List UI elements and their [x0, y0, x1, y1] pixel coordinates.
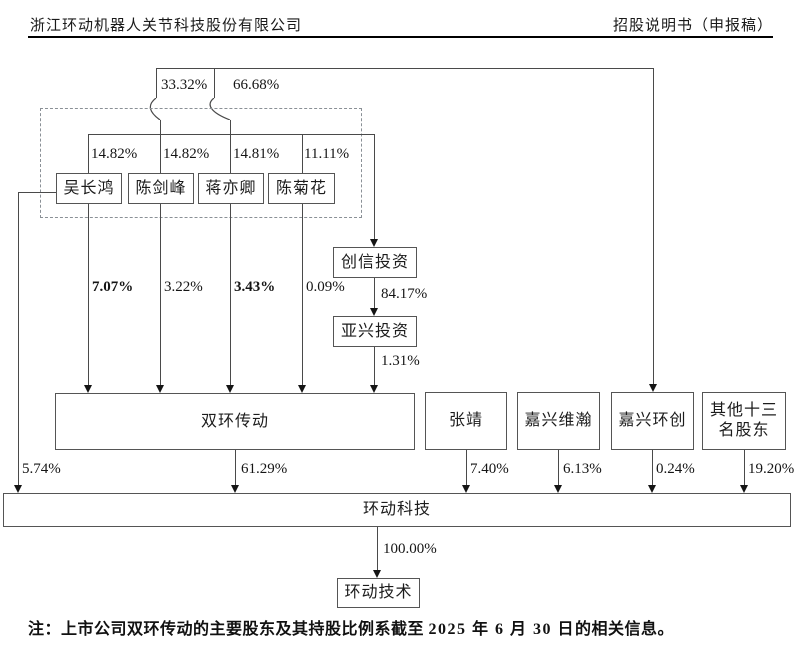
connector-line: [214, 68, 215, 98]
connector-line: [18, 192, 56, 193]
pct-chenjh-chuangxin: 11.11%: [304, 146, 350, 162]
arrowhead: [461, 485, 470, 493]
connector-line: [156, 68, 654, 69]
node-wu-changhong: 吴长鸿: [56, 173, 122, 204]
pct-shuanghuan-huandong: 61.29%: [241, 461, 288, 477]
pct-wu-chuangxin: 14.82%: [91, 146, 138, 162]
arrowhead: [648, 384, 657, 392]
node-chen-juhua: 陈菊花: [268, 173, 335, 204]
arrowhead: [369, 385, 378, 393]
pct-other13-huandong: 19.20%: [748, 461, 795, 477]
node-shuanghuan: 双环传动: [55, 393, 415, 450]
arrowhead: [553, 485, 562, 493]
arrowhead: [83, 385, 92, 393]
footnote-date: 2025 年 6 月 30 日: [428, 621, 576, 638]
connector-line: [374, 347, 375, 389]
pct-chuangxin-yaxing: 84.17%: [381, 286, 428, 302]
node-huandong-keji: 环动科技: [3, 493, 791, 527]
connector-line: [466, 450, 467, 489]
connector-line: [302, 204, 303, 389]
connector-line: [18, 192, 19, 489]
arrowhead: [647, 485, 656, 493]
arrowhead: [297, 385, 306, 393]
connector-line: [160, 204, 161, 389]
connector-line: [377, 527, 378, 574]
pct-wu-huandong: 5.74%: [22, 461, 61, 477]
node-jiang-yiqing: 蒋亦卿: [198, 173, 264, 204]
node-jiaxing-huanchuang: 嘉兴环创: [611, 392, 694, 450]
arrowhead: [369, 308, 378, 316]
node-other-13-label: 其他十三名股东: [710, 402, 779, 439]
node-other-13-shareholders: 其他十三名股东: [702, 392, 786, 450]
connector-line: [88, 134, 89, 173]
pct-jiang-chuangxin: 14.81%: [233, 146, 280, 162]
arrowhead: [369, 239, 378, 247]
node-chuangxin: 创信投资: [333, 247, 417, 278]
node-jiaxing-weihan: 嘉兴维瀚: [517, 392, 600, 450]
pct-zhangjing-huandong: 7.40%: [470, 461, 509, 477]
pct-huandong-jishu: 100.00%: [383, 541, 437, 557]
connector-line: [652, 450, 653, 489]
arrowhead: [739, 485, 748, 493]
pct-huanchuang-huandong: 0.24%: [656, 461, 695, 477]
connector-line: [160, 120, 161, 173]
connector-line: [235, 450, 236, 489]
company-name: 浙江环动机器人关节科技股份有限公司: [30, 18, 303, 34]
header-divider: [28, 36, 773, 38]
connector-line: [653, 68, 654, 386]
arrowhead: [155, 385, 164, 393]
pct-jxhc-left: 33.32%: [161, 77, 208, 93]
pct-weihan-huandong: 6.13%: [563, 461, 602, 477]
connector-line: [558, 450, 559, 489]
connector-line: [230, 120, 231, 173]
arrowhead: [372, 570, 381, 578]
pct-wu-shuanghuan: 7.07%: [92, 279, 134, 295]
connector-line: [156, 68, 157, 98]
line-hop: [209, 98, 231, 120]
node-chen-jianfeng: 陈剑峰: [128, 173, 194, 204]
pct-jxhc-right: 66.68%: [233, 77, 280, 93]
pct-chenjh-shuanghuan: 0.09%: [306, 279, 345, 295]
connector-line: [744, 450, 745, 489]
connector-line: [374, 134, 375, 240]
footnote-suffix: 的相关信息。: [575, 621, 675, 638]
pct-yaxing-shuanghuan: 1.31%: [381, 353, 420, 369]
footnote-prefix: 注：上市公司双环传动的主要股东及其持股比例系截至: [28, 621, 429, 638]
connector-line: [302, 134, 303, 173]
arrowhead: [230, 485, 239, 493]
connector-line: [88, 134, 374, 135]
pct-jiang-shuanghuan: 3.43%: [234, 279, 276, 295]
node-huandong-jishu: 环动技术: [337, 578, 420, 608]
pct-chenjf-shuanghuan: 3.22%: [164, 279, 203, 295]
connector-line: [230, 204, 231, 389]
document-title: 招股说明书（申报稿）: [612, 18, 773, 34]
pct-chenjf-chuangxin: 14.82%: [163, 146, 210, 162]
arrowhead: [225, 385, 234, 393]
controller-group-outline: [40, 108, 362, 218]
connector-line: [88, 204, 89, 389]
connector-line: [374, 278, 375, 310]
node-yaxing: 亚兴投资: [333, 316, 417, 347]
node-zhangjing: 张靖: [425, 392, 507, 450]
arrowhead: [13, 485, 22, 493]
footnote: 注：上市公司双环传动的主要股东及其持股比例系截至 2025 年 6 月 30 日…: [28, 615, 674, 639]
